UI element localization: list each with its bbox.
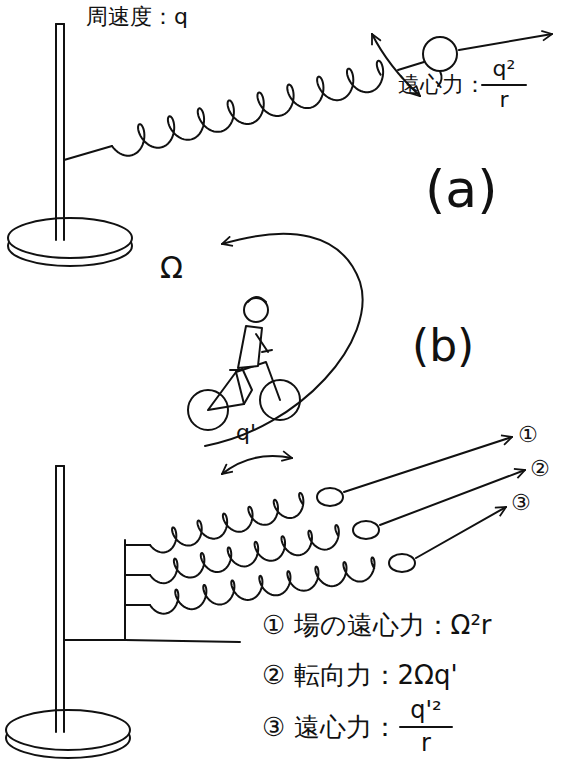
fraction-bar [482, 84, 526, 86]
velocity-label: q' [236, 420, 256, 446]
fraction-denominator: r [398, 729, 454, 758]
spring [150, 493, 303, 552]
bead [389, 554, 415, 572]
fraction-bar [400, 726, 452, 728]
angular-velocity-label: Ω [160, 250, 183, 286]
rotation-arrow [205, 234, 363, 446]
figure-label: (b) [412, 320, 474, 373]
bracket [64, 540, 150, 640]
stand-base [6, 710, 130, 750]
legend-note: ② 転向力：2Ωq' [262, 660, 458, 691]
spring-rod [64, 146, 112, 160]
pole [63, 466, 65, 732]
pole [55, 466, 57, 732]
spring [150, 557, 375, 613]
fraction-denominator: r [478, 87, 530, 113]
pole [56, 465, 64, 467]
callout-number: ② [530, 456, 550, 482]
callout-number: ① [518, 422, 538, 448]
ball [423, 37, 457, 71]
velocity-label: 周速度：q [86, 4, 188, 30]
force-arrow [416, 507, 506, 558]
bead [353, 521, 379, 539]
velocity-arrow [222, 456, 292, 474]
pole [56, 23, 64, 25]
stand [6, 466, 130, 758]
callout-number: ③ [511, 490, 531, 516]
pole [63, 24, 65, 240]
figure-label: (a) [425, 158, 497, 220]
spring-rod [398, 62, 424, 70]
bead [317, 488, 343, 506]
stand [8, 24, 132, 266]
force-arrow [380, 470, 525, 525]
bracket [125, 640, 240, 642]
fraction-numerator: q² [478, 56, 530, 82]
springs [112, 61, 383, 614]
force-label: 遠心力： [398, 72, 486, 98]
cyclist [188, 297, 300, 430]
fraction-numerator: q'² [398, 696, 454, 725]
legend-note: ③ 遠心力： [262, 712, 398, 743]
rider-markers [317, 488, 415, 572]
stand-base [8, 218, 132, 258]
legend-note: ① 場の遠心力：Ω²r [262, 610, 492, 641]
spring [150, 525, 339, 583]
force-arrow [459, 34, 552, 50]
spring [112, 61, 383, 156]
pole [55, 24, 57, 240]
